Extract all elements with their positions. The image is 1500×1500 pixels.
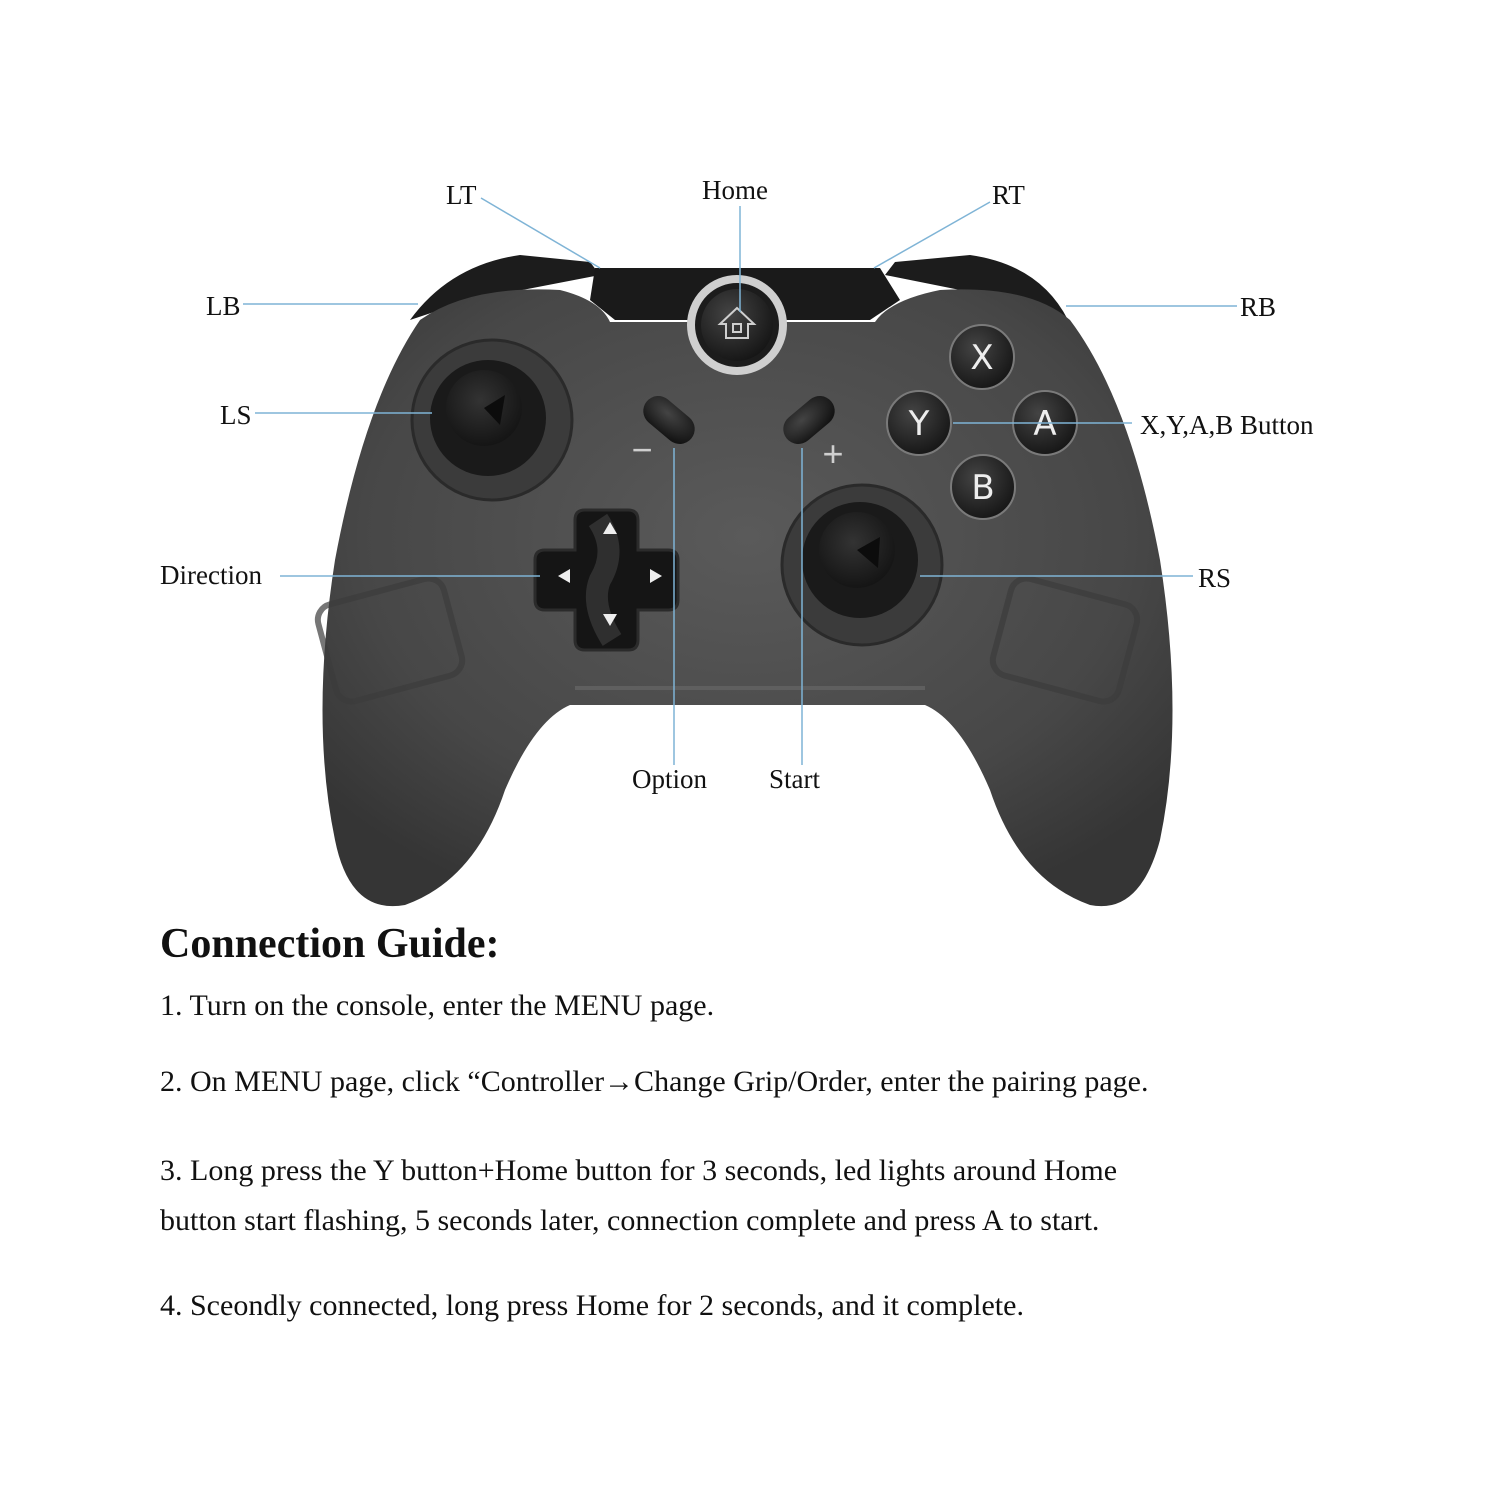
plus-button[interactable] <box>777 390 841 450</box>
label-rt: RT <box>992 180 1025 210</box>
label-lb: LB <box>206 291 241 321</box>
home-button[interactable] <box>687 275 787 375</box>
right-stick[interactable] <box>780 483 944 647</box>
label-direction: Direction <box>160 560 262 590</box>
minus-button[interactable] <box>637 390 701 450</box>
guide-title: Connection Guide: <box>160 921 500 967</box>
label-start: Start <box>769 764 820 794</box>
label-option: Option <box>632 764 708 794</box>
dpad-up-icon <box>603 522 617 534</box>
controller-diagram: − + X Y A B <box>160 175 1314 907</box>
button-x[interactable]: X <box>949 324 1015 390</box>
controller-illustration: − + X Y A B <box>243 197 1237 907</box>
svg-text:A: A <box>1033 404 1056 444</box>
button-b[interactable]: B <box>950 454 1016 520</box>
label-xyab: X,Y,A,B Button <box>1140 410 1314 440</box>
dpad-right-icon <box>650 569 662 583</box>
svg-text:Y: Y <box>908 404 930 444</box>
label-rb: RB <box>1240 292 1277 322</box>
svg-text:B: B <box>971 468 994 508</box>
direction-pad[interactable] <box>533 508 680 652</box>
minus-icon: − <box>631 429 652 470</box>
dpad-left-icon <box>558 569 570 583</box>
left-stick[interactable] <box>410 338 574 502</box>
guide-step-1: 1. Turn on the console, enter the MENU p… <box>160 989 715 1022</box>
button-a[interactable]: A <box>1012 390 1078 456</box>
svg-text:X: X <box>970 338 993 378</box>
plus-icon: + <box>822 433 843 474</box>
guide-step-3-line-2: button start flashing, 5 seconds later, … <box>160 1204 1100 1237</box>
button-y[interactable]: Y <box>886 390 952 456</box>
guide-step-2: 2. On MENU page, click “Controller→Chang… <box>160 1065 1149 1098</box>
leader-lines <box>243 197 1237 765</box>
guide-step-3-line-1: 3. Long press the Y button+Home button f… <box>160 1154 1118 1187</box>
guide-step-4: 4. Sceondly connected, long press Home f… <box>160 1289 1024 1322</box>
label-rs: RS <box>1198 563 1232 593</box>
dpad-down-icon <box>603 614 617 626</box>
label-lt: LT <box>446 180 477 210</box>
label-ls: LS <box>220 400 252 430</box>
label-home: Home <box>702 175 768 205</box>
